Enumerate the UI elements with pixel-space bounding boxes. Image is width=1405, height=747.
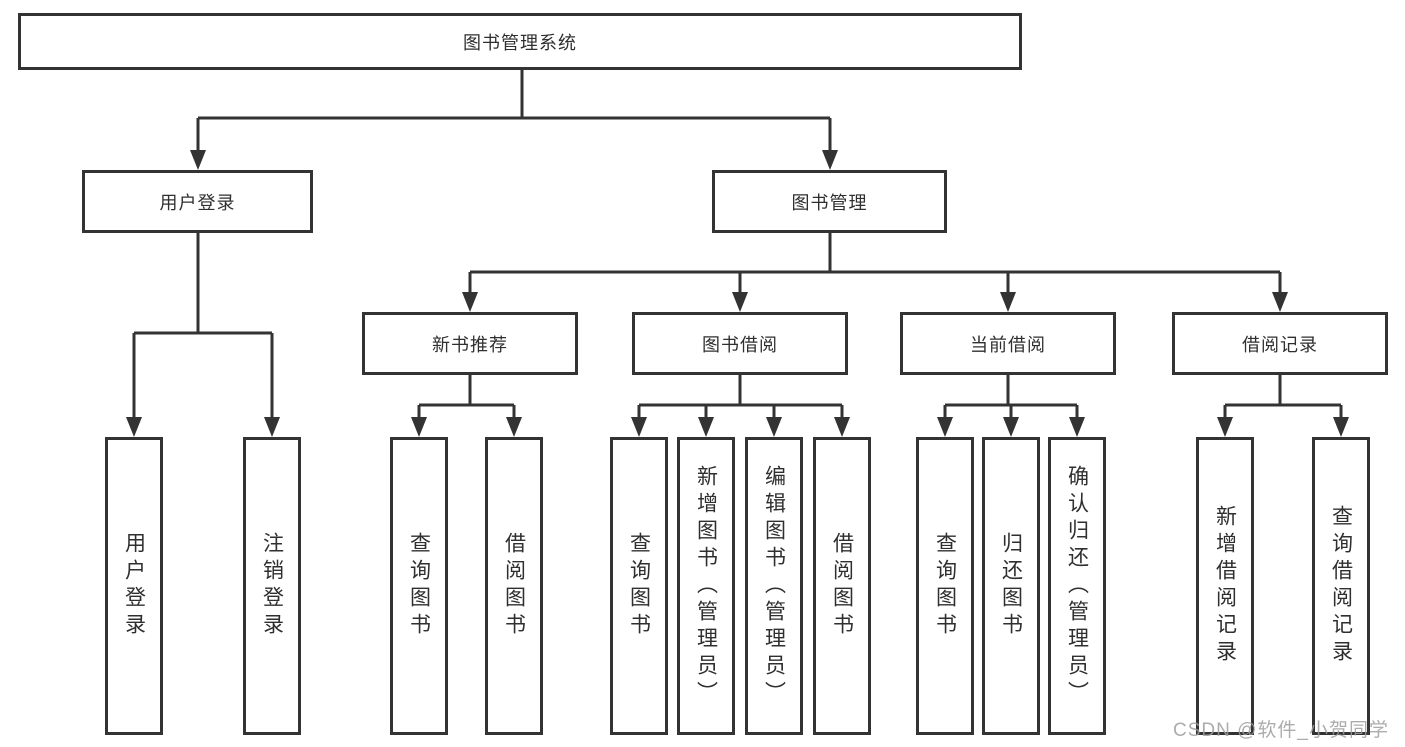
leaf-user-login: 用户登录 [105, 437, 163, 735]
current-borrow-label: 当前借阅 [970, 334, 1046, 355]
leaf-query-book-recommend: 查询图书 [390, 437, 448, 735]
book-management-node: 图书管理 [712, 170, 947, 233]
root-node-label: 图书管理系统 [463, 32, 577, 53]
leaf-add-book-admin-label: 新增图书（管理员） [694, 464, 718, 708]
leaf-query-book-current-label: 查询图书 [933, 532, 957, 640]
leaf-confirm-return-admin-label: 确认归还（管理员） [1065, 464, 1089, 708]
book-management-node-label: 图书管理 [791, 192, 868, 213]
user-login-node: 用户登录 [82, 170, 313, 233]
leaf-logout: 注销登录 [243, 437, 301, 735]
leaf-user-login-label: 用户登录 [122, 532, 146, 640]
leaf-borrow-book-recommend: 借阅图书 [485, 437, 543, 735]
borrow-record-node: 借阅记录 [1172, 312, 1388, 375]
root-node: 图书管理系统 [18, 13, 1022, 70]
book-borrow-node: 图书借阅 [632, 312, 848, 375]
leaf-query-book-current: 查询图书 [916, 437, 974, 735]
user-login-node-label: 用户登录 [159, 192, 236, 213]
new-book-recommend-label: 新书推荐 [432, 334, 508, 355]
leaf-add-borrow-record: 新增借阅记录 [1196, 437, 1254, 735]
leaf-query-book-borrow-label: 查询图书 [627, 532, 651, 640]
leaf-return-book-label: 归还图书 [999, 532, 1023, 640]
new-book-recommend-node: 新书推荐 [362, 312, 578, 375]
leaf-query-borrow-record: 查询借阅记录 [1312, 437, 1370, 735]
borrow-record-label: 借阅记录 [1242, 334, 1318, 355]
leaf-borrow-book-recommend-label: 借阅图书 [502, 532, 526, 640]
watermark: CSDN @软件_小贺同学 [1173, 720, 1389, 741]
leaf-query-book-borrow: 查询图书 [610, 437, 668, 735]
leaf-add-borrow-record-label: 新增借阅记录 [1213, 505, 1237, 667]
leaf-confirm-return-admin: 确认归还（管理员） [1048, 437, 1106, 735]
leaf-logout-label: 注销登录 [260, 532, 284, 640]
leaf-query-book-recommend-label: 查询图书 [407, 532, 431, 640]
book-borrow-label: 图书借阅 [702, 334, 778, 355]
leaf-add-book-admin: 新增图书（管理员） [677, 437, 735, 735]
leaf-borrow-book-label: 借阅图书 [830, 532, 854, 640]
leaf-edit-book-admin-label: 编辑图书（管理员） [762, 464, 786, 708]
leaf-edit-book-admin: 编辑图书（管理员） [745, 437, 803, 735]
leaf-borrow-book: 借阅图书 [813, 437, 871, 735]
leaf-query-borrow-record-label: 查询借阅记录 [1329, 505, 1353, 667]
leaf-return-book: 归还图书 [982, 437, 1040, 735]
current-borrow-node: 当前借阅 [900, 312, 1116, 375]
